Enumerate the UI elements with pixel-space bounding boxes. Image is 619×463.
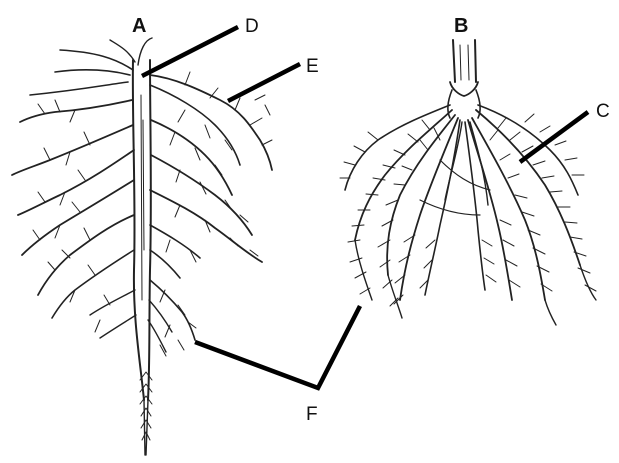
label-b: B xyxy=(454,15,468,37)
label-a: A xyxy=(132,15,146,37)
label-d: D xyxy=(245,16,259,37)
label-f: F xyxy=(306,404,318,425)
label-e: E xyxy=(306,56,319,77)
fibrous-root-system xyxy=(340,40,596,325)
leader-line-f xyxy=(195,306,360,388)
label-c: C xyxy=(596,101,610,122)
leader-line-d xyxy=(142,27,238,76)
